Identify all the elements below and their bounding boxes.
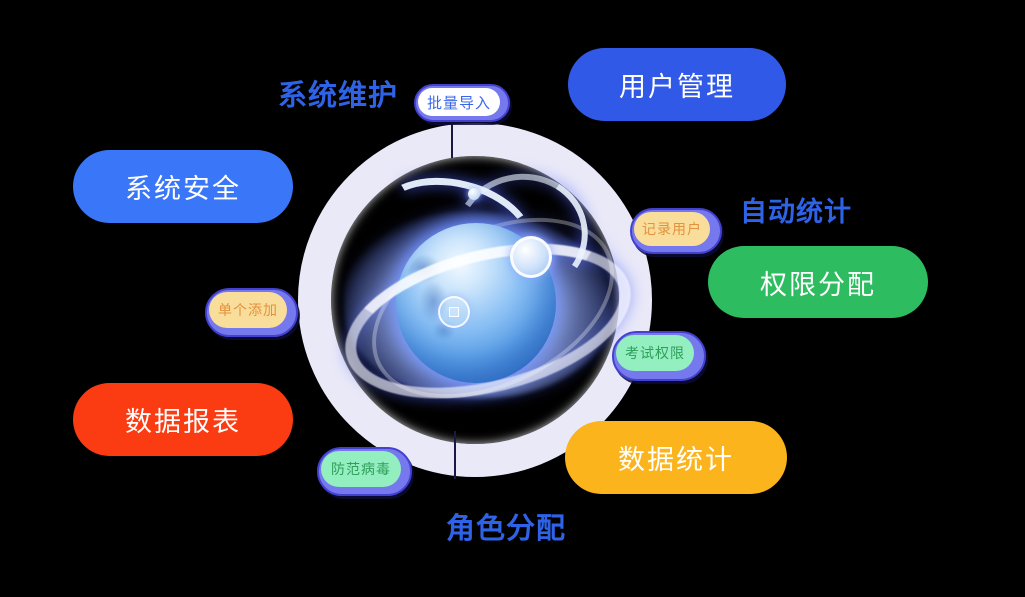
pill-label: 批量导入 [418, 88, 500, 116]
cube-badge-icon [438, 296, 470, 328]
title-system-maintenance: 系统维护 [278, 80, 399, 112]
connector-line-bottom [454, 431, 456, 479]
connector-line-top [451, 121, 453, 158]
capsule-data-report: 数据报表 [73, 383, 293, 456]
pill-single-add: 单个添加 [205, 288, 298, 337]
title-role-assignment: 角色分配 [446, 513, 567, 545]
satellite-icon [510, 236, 552, 278]
title-auto-statistics: 自动统计 [740, 197, 852, 227]
globe-illustration [329, 161, 647, 435]
capsule-permission-assignment: 权限分配 [708, 246, 928, 318]
pill-label: 单个添加 [209, 292, 287, 328]
pill-batch-import: 批量导入 [414, 84, 510, 122]
capsule-data-statistics: 数据统计 [565, 421, 787, 494]
capsule-user-management: 用户管理 [568, 48, 786, 121]
small-satellite-icon [468, 188, 480, 200]
pill-label: 考试权限 [616, 335, 694, 371]
pill-label: 防范病毒 [321, 451, 401, 487]
pill-label: 记录用户 [634, 212, 710, 246]
capsule-system-security: 系统安全 [73, 150, 293, 223]
pill-exam-permission: 考试权限 [612, 331, 706, 381]
pill-virus-prevention: 防范病毒 [317, 447, 412, 496]
pill-record-users: 记录用户 [630, 208, 722, 254]
